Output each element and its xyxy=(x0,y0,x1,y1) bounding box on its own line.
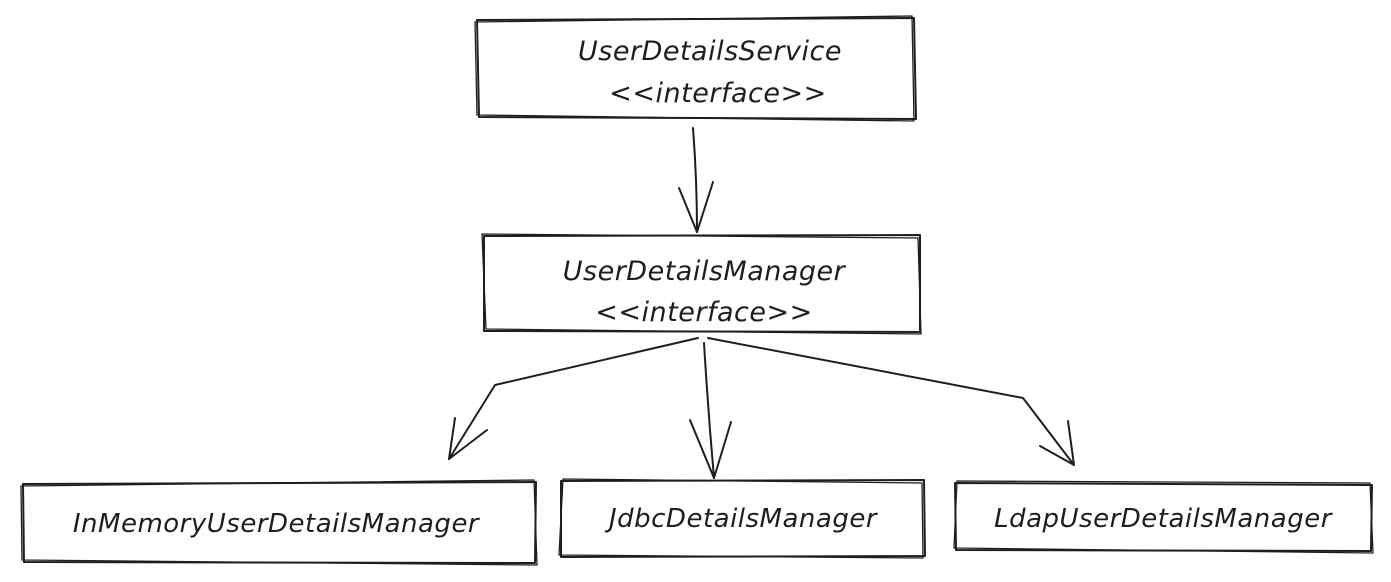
node-stereotype-user-details-service: <<interface>> xyxy=(609,78,826,109)
node-box-user-details-manager xyxy=(483,234,921,333)
node-jdbc-details-manager[interactable]: JdbcDetailsManager xyxy=(558,478,926,559)
node-title-ldap: LdapUserDetailsManager xyxy=(994,504,1334,534)
node-stereotype-user-details-manager: <<interface>> xyxy=(595,297,812,328)
node-box-ldap-outline xyxy=(953,480,1374,554)
node-box-jdbc xyxy=(560,479,926,558)
edge-manager-to-in-memory xyxy=(448,337,699,460)
edge-manager-to-ldap xyxy=(707,337,1075,466)
node-box-jdbc-outline xyxy=(558,478,924,559)
arrowhead-service-to-manager xyxy=(678,181,714,233)
node-title-user-details-service: UserDetailsService xyxy=(578,36,842,67)
edge-line-manager-to-in-memory xyxy=(448,337,699,460)
node-in-memory-user-details-manager[interactable]: InMemoryUserDetailsManager xyxy=(20,479,538,566)
node-title-jdbc: JdbcDetailsManager xyxy=(604,504,879,534)
edge-manager-to-jdbc xyxy=(689,342,732,479)
node-box-in-memory xyxy=(22,481,537,564)
node-box-user-details-service xyxy=(476,17,917,120)
node-box-ldap xyxy=(954,482,1373,552)
edge-line-service-to-manager xyxy=(692,127,698,233)
node-title-in-memory: InMemoryUserDetailsManager xyxy=(73,509,481,539)
arrowhead-manager-to-jdbc xyxy=(689,419,732,479)
arrowhead-manager-to-in-memory xyxy=(448,417,488,460)
node-user-details-service[interactable]: UserDetailsService <<interface>> xyxy=(474,15,917,122)
node-ldap-user-details-manager[interactable]: LdapUserDetailsManager xyxy=(953,480,1374,554)
node-title-user-details-manager: UserDetailsManager xyxy=(563,256,847,287)
node-box-user-details-manager-outline xyxy=(481,233,922,335)
arrowhead-manager-to-ldap xyxy=(1039,420,1075,466)
edge-service-to-manager xyxy=(678,127,714,233)
edge-line-manager-to-ldap xyxy=(707,337,1075,466)
node-user-details-manager[interactable]: UserDetailsManager <<interface>> xyxy=(481,233,922,335)
node-box-user-details-service-outline xyxy=(474,15,915,122)
edge-line-manager-to-jdbc xyxy=(703,342,715,479)
node-box-in-memory-outline xyxy=(20,479,538,566)
